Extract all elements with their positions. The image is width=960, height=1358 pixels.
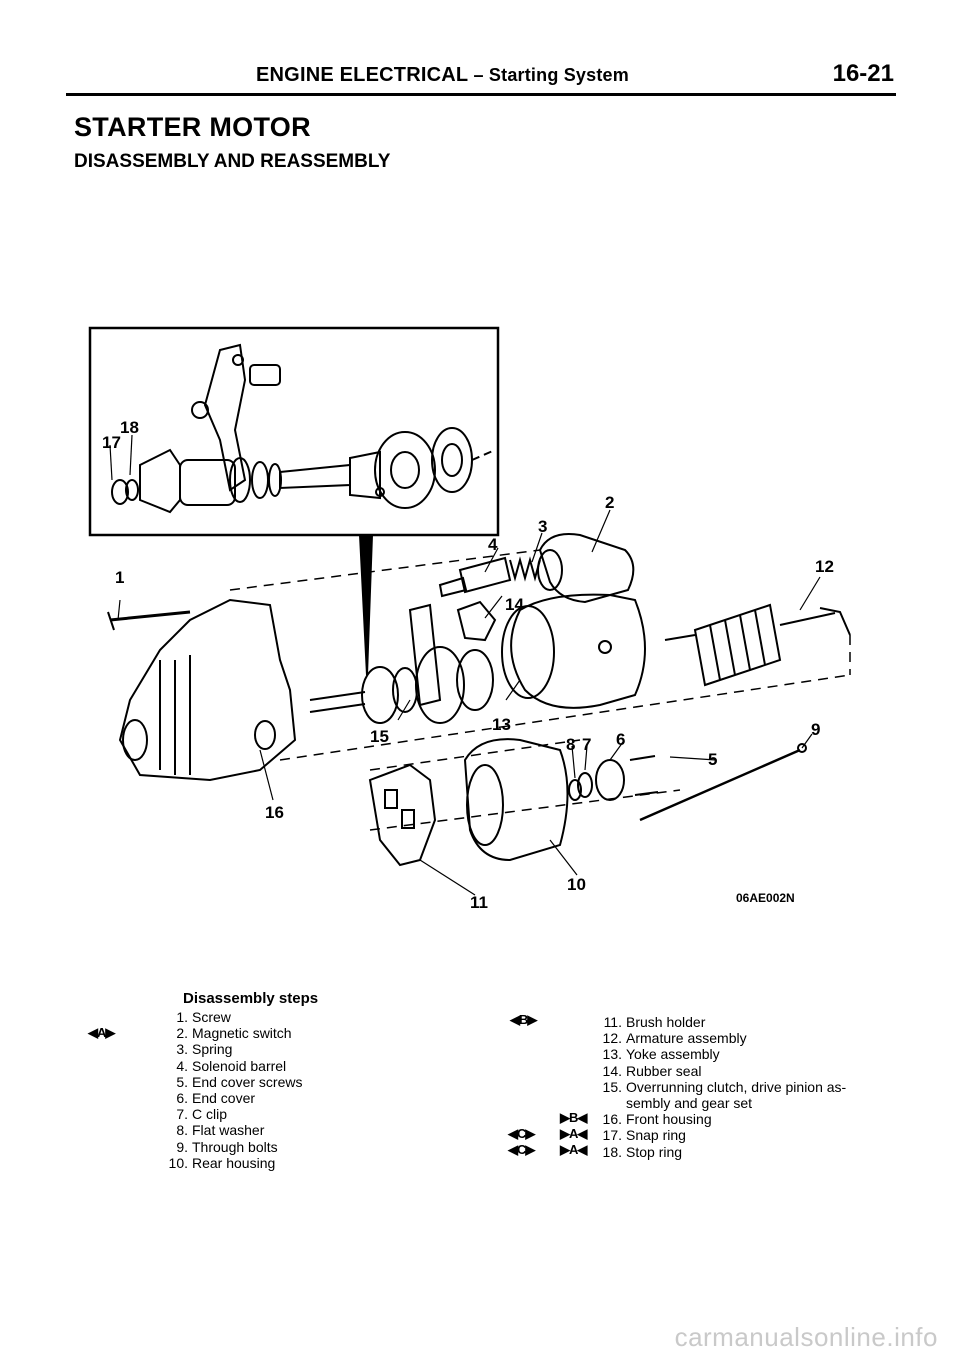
rubber-seal xyxy=(456,600,497,642)
label-18: 18 xyxy=(120,418,139,437)
header-dash: – xyxy=(468,65,489,85)
list-item: 10.Rear housing xyxy=(168,1154,276,1171)
list-item: 7.C clip xyxy=(176,1106,228,1123)
label-15: 15 xyxy=(370,727,389,746)
armature xyxy=(693,603,782,687)
end-cover-screws xyxy=(629,755,656,761)
screw-1 xyxy=(109,610,191,622)
yoke xyxy=(510,593,646,709)
rear-housing xyxy=(463,738,569,862)
label-2: 2 xyxy=(605,493,614,512)
list-item: 3.Spring xyxy=(176,1041,233,1058)
header-rule xyxy=(66,93,896,96)
service-mark-b: ◀B▶ xyxy=(510,1012,537,1027)
list-item: 9.Through bolts xyxy=(176,1138,278,1155)
watermark: carmanualsonline.info xyxy=(674,1322,938,1352)
service-mark-c-18: ◀C▶ xyxy=(508,1142,535,1157)
through-bolts xyxy=(639,748,801,822)
service-mark-b-in: ▶B◀ xyxy=(560,1110,587,1125)
inset-pointer xyxy=(358,534,374,676)
list-item: 14.Rubber seal xyxy=(602,1062,702,1079)
list-item: 13.Yoke assembly xyxy=(602,1046,720,1063)
page-number: 16-21 xyxy=(832,60,894,87)
label-6: 6 xyxy=(616,730,625,749)
list-item: 2.Magnetic switch xyxy=(176,1025,292,1042)
service-mark-a-18: ▶A◀ xyxy=(560,1142,587,1157)
label-10: 10 xyxy=(567,875,586,894)
label-13: 13 xyxy=(492,715,511,734)
label-11: 11 xyxy=(470,893,488,912)
label-7: 7 xyxy=(582,735,591,754)
steps-left-list: 1.Screw 2.Magnetic switch 3.Spring 4.Sol… xyxy=(166,1009,303,1171)
list-item: 4.Solenoid barrel xyxy=(176,1057,287,1074)
header-section: ENGINE ELECTRICAL xyxy=(256,64,469,86)
spring xyxy=(509,556,541,582)
service-mark-c-17: ◀C▶ xyxy=(508,1126,535,1141)
page-title: STARTER MOTOR xyxy=(74,112,311,142)
brush-holder xyxy=(368,763,437,867)
label-5: 5 xyxy=(708,750,717,769)
list-item: 5.End cover screws xyxy=(176,1073,303,1090)
list-item: 6.End cover xyxy=(176,1090,256,1107)
list-item: 8.Flat washer xyxy=(176,1122,265,1139)
service-mark-a-17: ▶A◀ xyxy=(560,1126,587,1141)
label-16: 16 xyxy=(265,803,284,822)
c-clip xyxy=(577,772,593,798)
label-8: 8 xyxy=(566,735,575,754)
list-item: sembly and gear set xyxy=(626,1095,753,1112)
inset-lever xyxy=(203,343,247,492)
service-mark-a: ◀A▶ xyxy=(88,1025,115,1040)
page-subtitle: DISASSEMBLY AND REASSEMBLY xyxy=(74,151,391,172)
figure-code: 06AE002N xyxy=(736,891,795,905)
flat-washer xyxy=(568,779,582,801)
steps-right-list: 11.Brush holder 12.Armature assembly 13.… xyxy=(600,1014,847,1160)
list-item: 15.Overrunning clutch, drive pinion as- xyxy=(602,1078,847,1095)
header-title: ENGINE ELECTRICAL – Starting System xyxy=(256,64,629,87)
end-cover xyxy=(595,759,625,801)
solenoid-barrel xyxy=(458,556,512,594)
steps-title: Disassembly steps xyxy=(183,990,319,1007)
list-item: 11.Brush holder xyxy=(603,1014,706,1030)
label-4: 4 xyxy=(488,535,498,554)
label-1: 1 xyxy=(115,568,124,587)
magnetic-switch xyxy=(538,533,635,604)
label-3: 3 xyxy=(538,517,547,536)
list-item: 1.Screw xyxy=(176,1009,231,1025)
label-17: 17 xyxy=(102,433,121,452)
page-header: ENGINE ELECTRICAL – Starting System 16-2… xyxy=(66,60,896,94)
header-subsection: Starting System xyxy=(488,65,629,85)
front-housing xyxy=(118,598,297,782)
list-item: 18.Stop ring xyxy=(602,1143,683,1160)
label-12: 12 xyxy=(815,557,834,576)
list-item: 16.Front housing xyxy=(602,1111,712,1128)
label-9: 9 xyxy=(811,720,820,739)
list-item: 17.Snap ring xyxy=(602,1127,686,1144)
inset-pinion xyxy=(139,448,181,514)
exploded-diagram: 1 2 3 4 5 6 7 8 9 10 11 12 13 14 15 16 1… xyxy=(88,326,851,912)
label-14: 14 xyxy=(505,595,524,614)
inset-box xyxy=(88,326,500,537)
list-item: 12.Armature assembly xyxy=(602,1030,747,1047)
